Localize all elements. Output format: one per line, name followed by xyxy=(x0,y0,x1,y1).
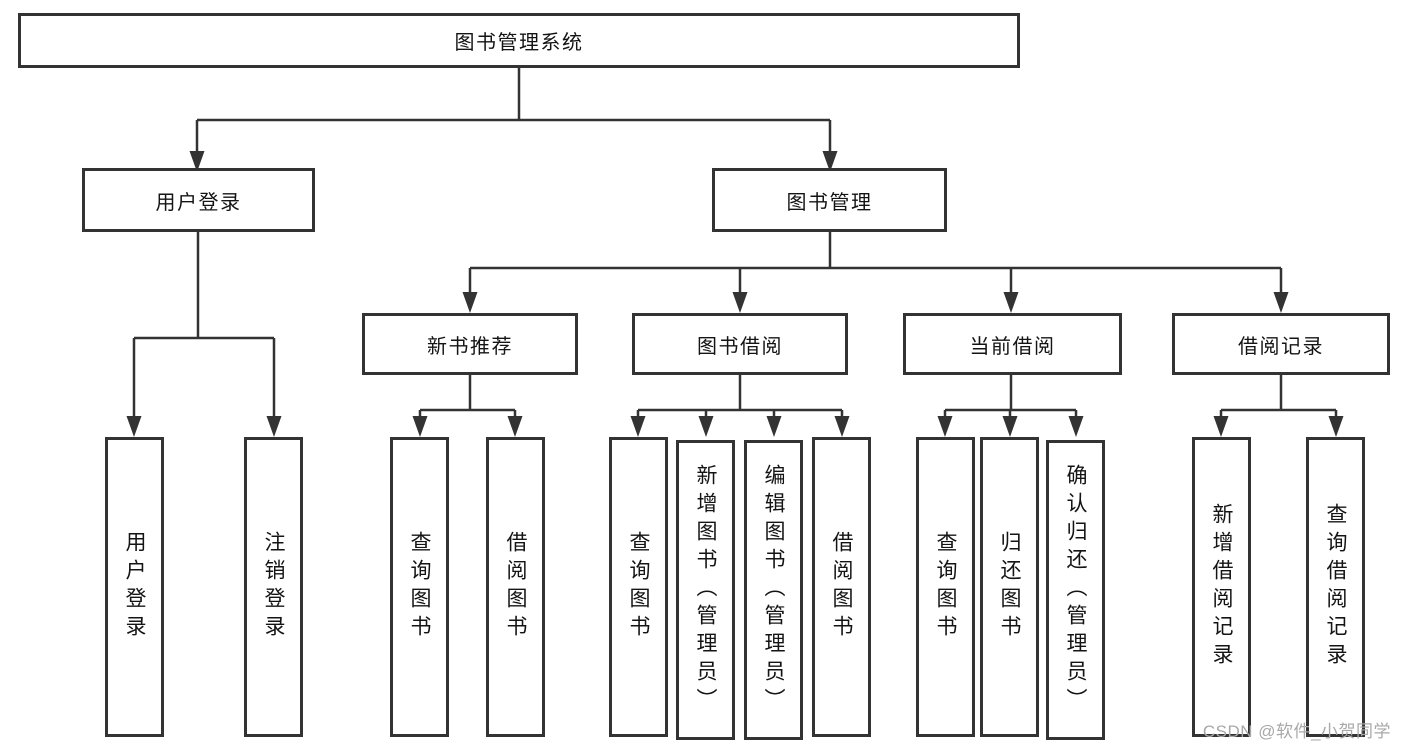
leaf-edit-books-admin: 编辑图书（管理员） xyxy=(744,440,803,740)
node-borrowing-records: 借阅记录 xyxy=(1172,313,1390,375)
leaf-add-borrow-record: 新增借阅记录 xyxy=(1192,437,1251,737)
leaf-query-borrow-record: 查询借阅记录 xyxy=(1306,437,1365,737)
node-book-borrowing: 图书借阅 xyxy=(632,313,848,375)
node-current-borrowing: 当前借阅 xyxy=(903,313,1122,375)
leaf-return-books: 归还图书 xyxy=(980,437,1039,737)
leaf-query-books-current: 查询图书 xyxy=(916,437,975,737)
csdn-watermark: CSDN @软件_小贺同学 xyxy=(1202,722,1391,741)
node-book-management: 图书管理 xyxy=(712,168,947,232)
node-new-book-recommendation: 新书推荐 xyxy=(362,313,578,375)
leaf-borrow-books-recommend: 借阅图书 xyxy=(486,437,545,737)
leaf-logout: 注销登录 xyxy=(244,437,303,737)
leaf-query-books-recommend: 查询图书 xyxy=(390,437,449,737)
leaf-query-books-borrowing: 查询图书 xyxy=(609,437,668,737)
leaf-add-books-admin: 新增图书（管理员） xyxy=(676,440,735,740)
leaf-borrow-books-borrowing: 借阅图书 xyxy=(812,437,871,737)
node-user-login: 用户登录 xyxy=(82,168,315,232)
leaf-confirm-return-admin: 确认归还（管理员） xyxy=(1046,440,1105,740)
node-library-management-system: 图书管理系统 xyxy=(18,13,1020,68)
leaf-user-login: 用户登录 xyxy=(105,437,164,737)
